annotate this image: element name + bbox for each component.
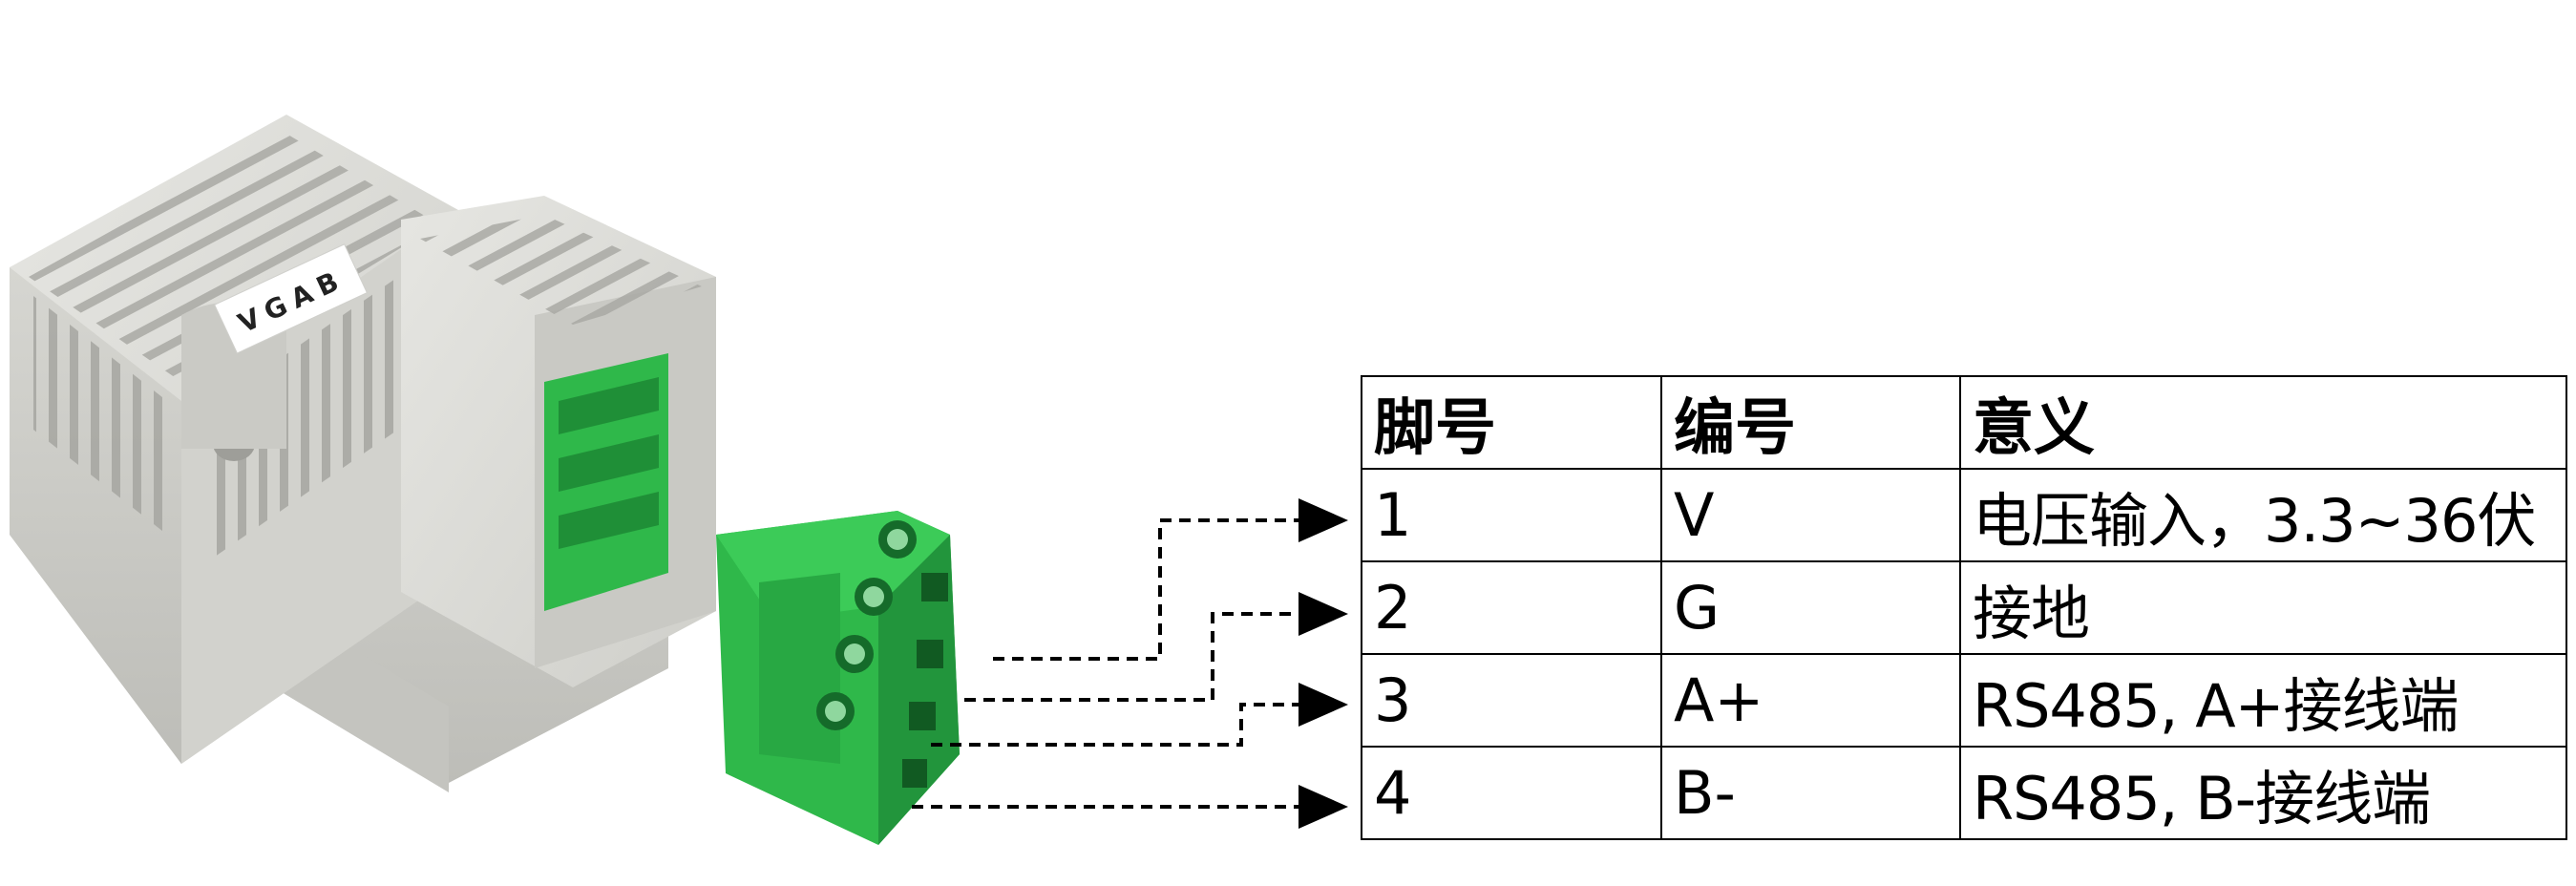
arrow-pin-2-icon bbox=[1299, 592, 1348, 636]
cell-meaning: RS485, B-接线端 bbox=[1959, 746, 2567, 840]
cell-code: G bbox=[1660, 560, 1961, 655]
table-row: 4 B- RS485, B-接线端 bbox=[1361, 746, 2567, 840]
arrow-pin-3-icon bbox=[1299, 683, 1348, 727]
cell-pin: 2 bbox=[1361, 560, 1662, 655]
cell-code: A+ bbox=[1660, 653, 1961, 748]
wire-pin-3 bbox=[931, 703, 1299, 747]
cell-code: B- bbox=[1660, 746, 1961, 840]
cell-meaning: RS485, A+接线端 bbox=[1959, 653, 2567, 748]
cell-pin: 3 bbox=[1361, 653, 1662, 748]
cell-pin: 4 bbox=[1361, 746, 1662, 840]
cell-code: V bbox=[1660, 468, 1961, 562]
terminal-plug-image bbox=[716, 511, 960, 845]
wire-pin-1 bbox=[993, 518, 1299, 661]
arrow-pin-1-icon bbox=[1299, 498, 1348, 542]
arrow-pin-4-icon bbox=[1299, 785, 1348, 829]
cell-meaning: 电压输入，3.3~36伏 bbox=[1959, 468, 2567, 562]
cell-pin: 1 bbox=[1361, 468, 1662, 562]
screw-icon bbox=[816, 520, 917, 730]
header-pin: 脚号 bbox=[1361, 375, 1662, 470]
cell-meaning: 接地 bbox=[1959, 560, 2567, 655]
table-row: 2 G 接地 bbox=[1361, 560, 2567, 655]
table-row: 1 V 电压输入，3.3~36伏 bbox=[1361, 468, 2567, 562]
sensor-device-image: VGAB bbox=[10, 115, 716, 792]
wire-pin-2 bbox=[964, 612, 1299, 702]
table-row: 3 A+ RS485, A+接线端 bbox=[1361, 653, 2567, 748]
header-code: 编号 bbox=[1660, 375, 1961, 470]
pin-definition-table: 脚号 编号 意义 1 V 电压输入，3.3~36伏 2 G 接地 3 A+ RS… bbox=[1361, 375, 2567, 840]
header-meaning: 意义 bbox=[1959, 375, 2567, 470]
table-header-row: 脚号 编号 意义 bbox=[1361, 375, 2567, 470]
